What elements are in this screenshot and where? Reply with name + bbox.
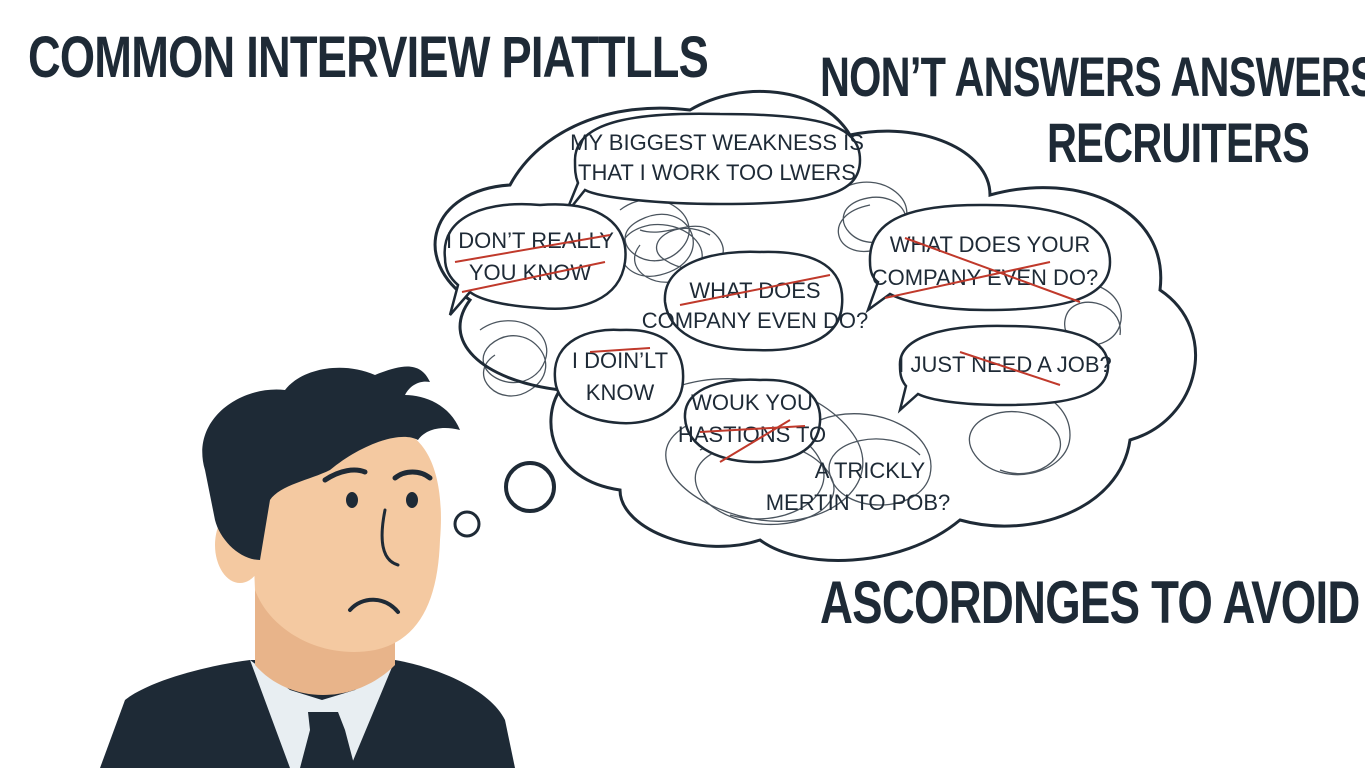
weakness-line-2: THAT I WORK TOO LWERS: [578, 160, 856, 185]
speech-bubbles: [443, 112, 1112, 464]
side-title-line-1: NON’T ANSWERS ANSWERS: [820, 45, 1365, 108]
bubble-wouk-you: [683, 378, 822, 464]
thought-dot-large: [504, 461, 556, 513]
weakness-line-1: MY BIGGEST WEAKNESS IS: [570, 130, 864, 155]
hair: [202, 366, 460, 560]
eye-right: [406, 492, 418, 508]
bubble-just-need-job: [897, 324, 1110, 414]
worried-man: [100, 366, 515, 768]
strike-marks: [454, 234, 1081, 463]
dont-know-line-2: KNOW: [586, 380, 655, 405]
eyebrow-left: [322, 467, 368, 483]
trickly-line-2: MERTIN TO POB?: [766, 490, 951, 515]
nose: [380, 508, 400, 567]
side-title-line-2: RECRUITERS: [1047, 111, 1310, 174]
bubble-weakness: [563, 112, 862, 216]
thought-dot-small: [453, 510, 481, 538]
mouth: [348, 597, 400, 614]
trickly-line-1: A TRICKLY: [815, 458, 926, 483]
bubble-dont-know: [553, 328, 685, 425]
main-title: COMMON INTERVIEW PIATTLLS: [28, 25, 709, 90]
dont-really-line-2: YOU KNOW: [469, 260, 591, 285]
just-need-job-line-1: I JUST NEED A JOB?: [898, 352, 1112, 377]
bubble-texts: MY BIGGEST WEAKNESS IS THAT I WORK TOO L…: [446, 130, 1112, 515]
what-does-right-line-1: WHAT DOES YOUR: [890, 232, 1090, 257]
bubble-what-does-center: [663, 250, 844, 352]
what-does-center-line-2: COMPANY EVEN DO?: [642, 308, 869, 333]
eye-left: [346, 492, 358, 508]
eyebrow-right: [392, 469, 433, 481]
tie: [300, 712, 355, 768]
wouk-you-line-1: WOUK YOU: [691, 390, 813, 415]
bottom-title: ASCORDNGES TO AVOID: [820, 569, 1360, 636]
bubble-dont-really: [443, 202, 627, 316]
what-does-right-line-2: COMPANY EVEN DO?: [872, 265, 1099, 290]
bubble-what-does-right: [865, 203, 1112, 314]
dont-know-line-1: I DOIN’LT: [572, 348, 668, 373]
